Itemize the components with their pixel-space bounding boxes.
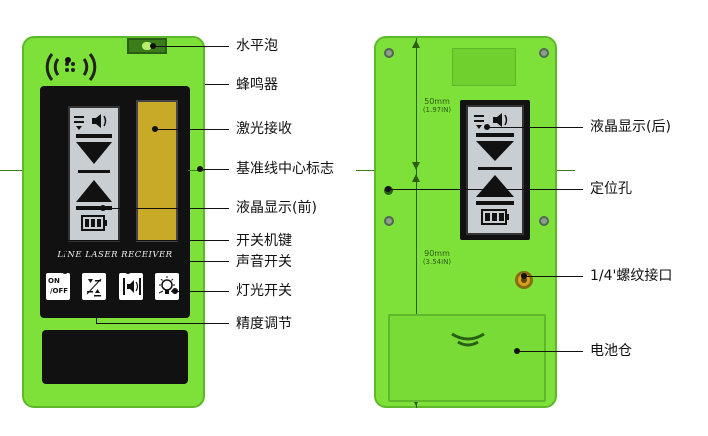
label-laser-receiver: 激光接收	[236, 121, 292, 137]
front-center-line-right	[188, 170, 205, 171]
screw-top-left	[384, 48, 394, 58]
battery-cover	[388, 314, 546, 402]
label-lcd-front: 液晶显示(前)	[236, 200, 317, 216]
dim-arrow-mid2	[412, 174, 420, 182]
back-lcd-frame	[460, 100, 530, 240]
screw-mid-right	[539, 216, 549, 226]
dim-arrow-top	[412, 40, 420, 48]
screw-top-right	[539, 48, 549, 58]
dim-bottom-label: 90mm (3.54IN)	[422, 249, 452, 267]
label-precision-adjust: 精度调节	[236, 316, 292, 332]
dim-top-label: 50mm (1.97IN)	[422, 97, 452, 115]
label-screw-mount: 1/4'螺纹接口	[590, 268, 673, 284]
screw-mid-left	[384, 216, 394, 226]
laser-receiver-window	[136, 100, 178, 242]
label-buzzer: 蜂鸣器	[236, 77, 278, 93]
battery-latch-icon	[451, 332, 485, 347]
label-power-key: 开关机键	[236, 233, 292, 249]
receiver-back: 50mm (1.97IN) 90mm (3.54IN)	[374, 36, 557, 408]
front-center-line	[0, 170, 22, 171]
speaker-icon	[123, 278, 141, 295]
lcd-back	[466, 105, 524, 235]
back-center-line-right	[557, 170, 575, 171]
label-positioning-hole: 定位孔	[590, 181, 632, 197]
dimension-line	[416, 38, 417, 408]
light-bulb-icon	[158, 276, 176, 294]
front-bottom-plate	[42, 330, 188, 384]
lcd-front	[68, 106, 120, 242]
label-battery-compartment: 电池仓	[590, 343, 632, 359]
screw-mount	[515, 271, 533, 289]
label-lcd-back: 液晶显示(后)	[590, 119, 671, 135]
dim-arrow-bottom	[412, 398, 420, 406]
sound-button[interactable]	[119, 273, 143, 300]
dim-arrow-mid1	[412, 162, 420, 170]
receiver-front: LINE LASER RECEIVER ON /OFF	[22, 36, 205, 408]
precision-icon	[86, 278, 102, 297]
front-panel: LINE LASER RECEIVER ON /OFF	[40, 86, 190, 318]
lcd-arrows-icon	[74, 114, 112, 231]
back-center-line	[356, 170, 374, 171]
label-center-mark: 基准线中心标志	[236, 161, 334, 177]
label-light-switch: 灯光开关	[236, 283, 292, 299]
light-button[interactable]	[155, 273, 179, 300]
label-sound-switch: 声音开关	[236, 254, 292, 270]
label-level-bubble: 水平泡	[236, 38, 278, 54]
panel-brand-text: LINE LASER RECEIVER	[57, 250, 173, 260]
lcd-back-arrows-icon	[474, 113, 514, 225]
buzzer-icon	[45, 53, 97, 81]
power-button[interactable]: ON /OFF	[46, 273, 70, 300]
precision-button[interactable]	[82, 273, 106, 300]
top-recess	[452, 48, 516, 86]
